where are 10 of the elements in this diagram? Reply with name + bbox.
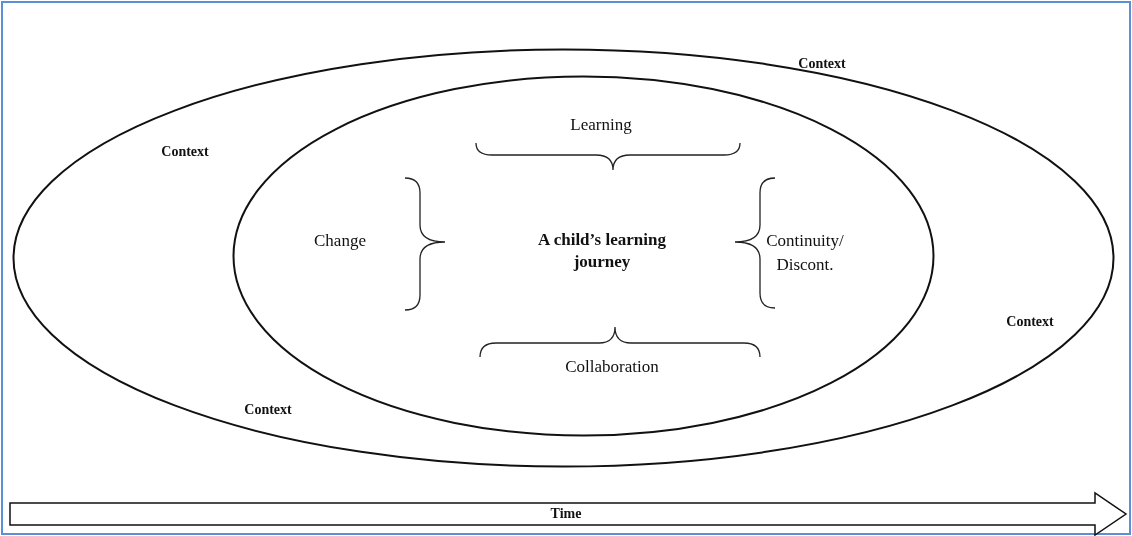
- time-label: Time: [550, 506, 582, 522]
- journey-title: A child’s learning journey: [537, 229, 667, 273]
- context-label: Context: [798, 56, 846, 72]
- change-label: Change: [314, 231, 366, 251]
- context-label: Context: [244, 402, 292, 418]
- context-label: Context: [161, 144, 209, 160]
- context-label: Context: [1006, 314, 1054, 330]
- continuity-label: Continuity/ Discont.: [765, 230, 845, 276]
- collaboration-label: Collaboration: [565, 357, 659, 377]
- learning-label: Learning: [570, 115, 632, 135]
